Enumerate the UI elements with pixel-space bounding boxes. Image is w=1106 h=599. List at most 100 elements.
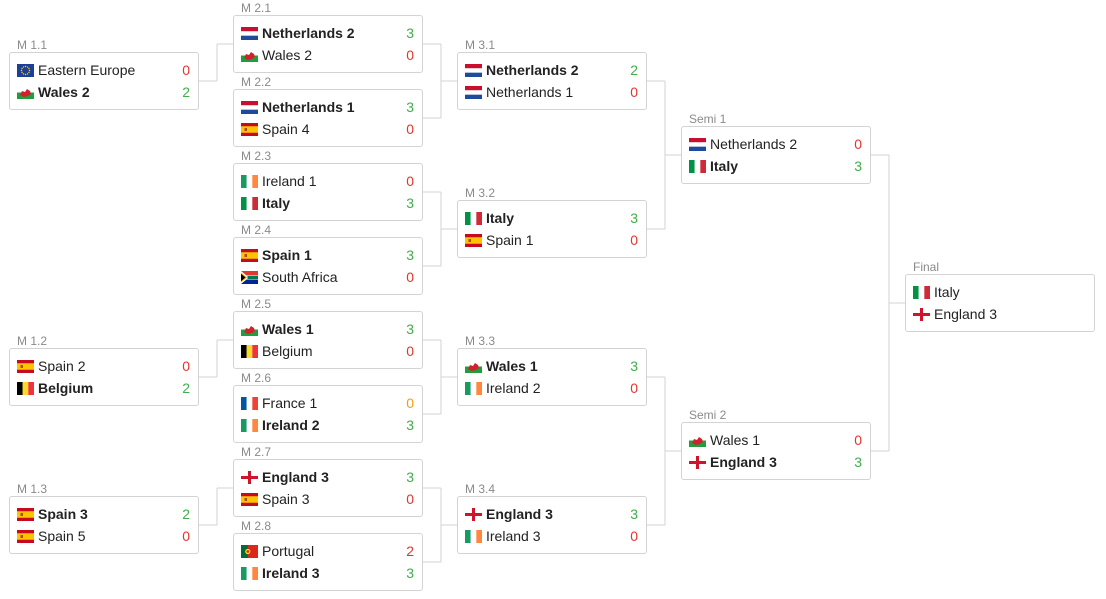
match-label: Semi 1 (689, 112, 727, 126)
belgium-flag-icon (17, 381, 34, 395)
team-name: South Africa (262, 269, 338, 285)
match-label: Semi 2 (689, 408, 727, 422)
wales-flag-icon (689, 433, 706, 447)
spain-flag-icon (17, 529, 34, 543)
team-score: 3 (406, 195, 414, 211)
team-name: Spain 1 (262, 247, 312, 263)
ireland-flag-icon (465, 529, 482, 543)
team-name: Netherlands 1 (486, 84, 574, 100)
team-name: Spain 3 (38, 506, 88, 522)
match-label: M 2.5 (241, 297, 272, 311)
match-label: M 2.4 (241, 223, 272, 237)
match-label: M 3.2 (465, 186, 496, 200)
team-score: 3 (406, 565, 414, 581)
england-flag-icon (465, 507, 482, 521)
team-row[interactable]: Italy 3 (241, 192, 414, 214)
wales-flag-icon (241, 48, 258, 62)
team-name: Wales 2 (38, 84, 90, 100)
match-label: M 2.2 (241, 75, 272, 89)
team-row[interactable]: Eastern Europe 0 (17, 59, 190, 81)
netherlands-flag-icon (241, 100, 258, 114)
match-label: M 2.1 (241, 1, 272, 15)
team-row[interactable]: Italy (913, 281, 1086, 303)
team-name: France 1 (262, 395, 318, 411)
team-score: 0 (406, 47, 414, 63)
ireland-flag-icon (465, 381, 482, 395)
team-score: 0 (854, 136, 862, 152)
portugal-flag-icon (241, 544, 258, 558)
team-name: Eastern Europe (38, 62, 136, 78)
match-label: M 2.8 (241, 519, 272, 533)
match-label: M 1.1 (17, 38, 48, 52)
match-label: Final (913, 260, 940, 274)
team-name: Italy (262, 195, 291, 211)
england-flag-icon (913, 307, 930, 321)
netherlands-flag-icon (689, 137, 706, 151)
team-score: 3 (406, 99, 414, 115)
team-name: England 3 (262, 469, 329, 485)
team-name: Netherlands 2 (486, 62, 579, 78)
team-score: 3 (854, 158, 862, 174)
team-row[interactable]: England 3 (913, 303, 1086, 325)
wales-flag-icon (17, 85, 34, 99)
wales-flag-icon (241, 322, 258, 336)
england-flag-icon (241, 470, 258, 484)
netherlands-flag-icon (465, 63, 482, 77)
team-score: 3 (406, 25, 414, 41)
team-score: 3 (630, 210, 638, 226)
team-name: Italy (934, 284, 960, 300)
wales-flag-icon (465, 359, 482, 373)
team-score: 0 (182, 62, 190, 78)
